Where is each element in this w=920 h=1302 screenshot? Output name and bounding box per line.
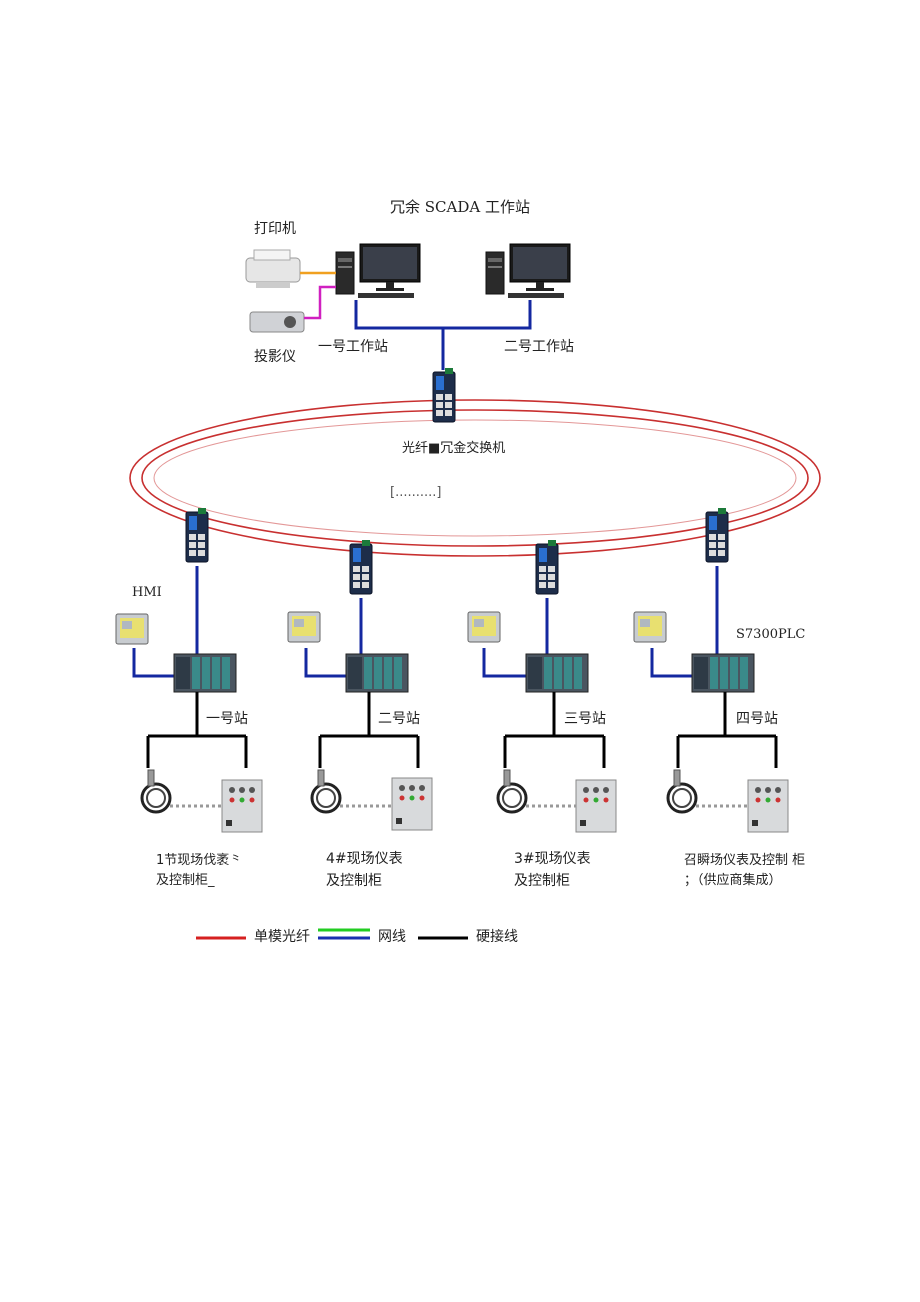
printer-icon xyxy=(245,249,301,288)
printer-label: 打印机 xyxy=(254,221,296,237)
workstation-network-bus xyxy=(354,300,532,330)
legend-fiber-label: 单模光纤 xyxy=(254,929,310,945)
station-2-field-line2: 及控制柜 xyxy=(326,873,382,889)
station-3-field-line2: 及控制柜 xyxy=(514,873,570,889)
legend-hardwire-label: 硬接线 xyxy=(476,929,518,945)
projector-link xyxy=(304,285,336,320)
station-3-label: 三号站 xyxy=(564,711,606,727)
workstation-2-computer xyxy=(485,243,571,299)
core-fiber-switch-icon xyxy=(432,367,456,423)
projector-icon xyxy=(249,311,305,333)
station-1-switch-icon xyxy=(185,507,209,563)
station-2-cabinet-icon xyxy=(391,777,433,831)
station-3-plc-icon xyxy=(525,653,589,693)
station-2-plc-icon xyxy=(345,653,409,693)
station-1-hmi-icon xyxy=(115,613,149,645)
workstation-2-label: 二号工作站 xyxy=(504,339,574,355)
projector-label: 投影仪 xyxy=(254,349,296,365)
core-switch-label: 光纤■冗金交换机 xyxy=(402,441,506,456)
station-1-sensor-icon xyxy=(140,768,172,814)
station-3-hmi-icon xyxy=(467,611,501,643)
workstation-1-computer xyxy=(335,243,421,299)
hmi-label: HMI xyxy=(132,585,162,600)
station-4-label: 四号站 xyxy=(736,711,778,727)
station-1-label: 一号站 xyxy=(206,711,248,727)
hardwire-connections xyxy=(146,692,778,768)
station-3-sensor-icon xyxy=(496,768,528,814)
station-1-field-line2: 及控制柜_ xyxy=(156,873,215,888)
station-4-field-line1: 召瞬场仪表及控制 柜 xyxy=(684,853,806,868)
station-2-sensor-icon xyxy=(310,768,342,814)
station-3-cabinet-icon xyxy=(575,779,617,833)
station-4-plc-icon xyxy=(691,653,755,693)
station-1-field-line1: 1节现场伐袤⺀ xyxy=(156,853,243,868)
station-4-switch-icon xyxy=(705,507,729,563)
station-network-links xyxy=(132,566,719,678)
station-3-field-line1: 3#现场仪表 xyxy=(514,851,591,867)
station-2-label: 二号站 xyxy=(378,711,420,727)
station-4-sensor-icon xyxy=(666,768,698,814)
fiber-optic-ring xyxy=(129,399,821,557)
legend-network-label: 网线 xyxy=(378,929,406,945)
station-1-plc-icon xyxy=(173,653,237,693)
station-1-cabinet-icon xyxy=(221,779,263,833)
station-4-hmi-icon xyxy=(633,611,667,643)
station-2-field-line1: 4#现场仪表 xyxy=(326,851,403,867)
ring-note-label: [..........] xyxy=(390,485,442,500)
station-4-cabinet-icon xyxy=(747,779,789,833)
station-2-switch-icon xyxy=(349,539,373,595)
station-3-switch-icon xyxy=(535,539,559,595)
station-4-field-line2: ；（供应商集成） xyxy=(684,873,782,888)
diagram-title: 冗余 SCADA 工作站 xyxy=(390,198,530,216)
station-2-hmi-icon xyxy=(287,611,321,643)
workstation-1-label: 一号工作站 xyxy=(318,339,388,355)
plc-label: S7300PLC xyxy=(736,627,806,642)
